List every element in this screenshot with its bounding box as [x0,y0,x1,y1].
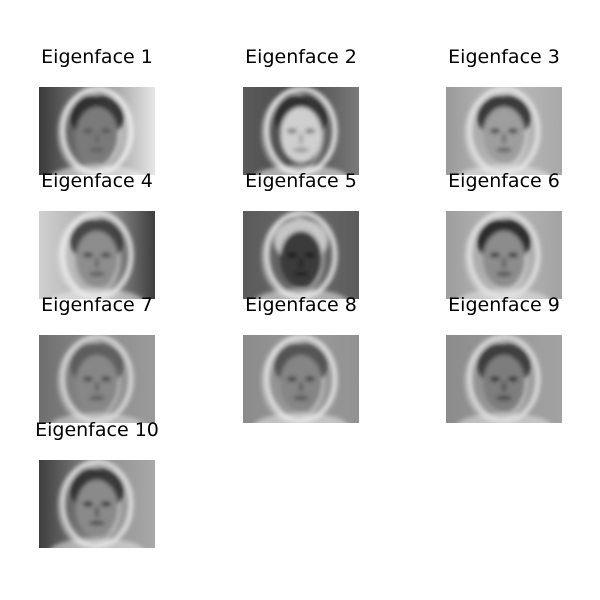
eigenface-image [446,211,562,299]
eigenface-title: Eigenface 9 [448,294,560,316]
eigenface-title: Eigenface 7 [41,294,153,316]
eigenface-image [243,87,359,175]
eigenface-panel: Eigenface 5 [243,168,359,299]
eigenface-title: Eigenface 2 [245,46,357,68]
eigenface-image [39,87,155,175]
eigenface-panel: Eigenface 9 [446,292,562,423]
eigenface-panel: Eigenface 10 [35,417,159,548]
eigenface-image [243,335,359,423]
eigenface-panel: Eigenface 1 [39,44,155,175]
eigenface-title: Eigenface 3 [448,46,560,68]
eigenface-title: Eigenface 5 [245,170,357,192]
eigenface-title: Eigenface 6 [448,170,560,192]
eigenface-image [39,460,155,548]
eigenface-image [39,211,155,299]
eigenface-panel: Eigenface 3 [446,44,562,175]
eigenface-title: Eigenface 1 [41,46,153,68]
eigenface-image [243,211,359,299]
eigenface-panel: Eigenface 4 [39,168,155,299]
eigenface-panel: Eigenface 7 [39,292,155,423]
eigenface-title: Eigenface 4 [41,170,153,192]
eigenface-panel: Eigenface 2 [243,44,359,175]
eigenface-image [39,335,155,423]
eigenface-panel: Eigenface 6 [446,168,562,299]
eigenface-image [446,87,562,175]
eigenface-title: Eigenface 8 [245,294,357,316]
eigenface-image [446,335,562,423]
eigenface-title: Eigenface 10 [35,419,159,441]
eigenface-panel: Eigenface 8 [243,292,359,423]
